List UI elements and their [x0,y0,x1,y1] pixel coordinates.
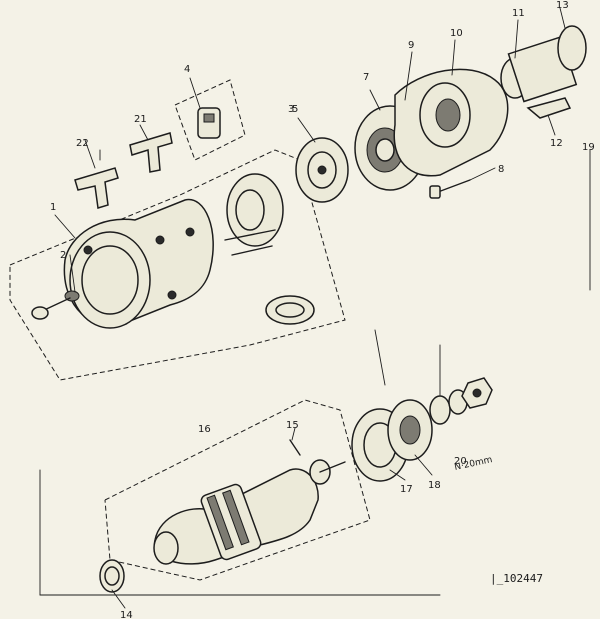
callout-14: 14 [120,610,133,619]
callout-11: 11 [512,8,525,19]
leader-lines [54,7,566,609]
callout-17: 17 [400,484,413,495]
pin [289,439,301,456]
callout-2: 2 [60,250,66,261]
drive-end-housing [393,68,509,177]
callout-18: 18 [428,480,441,491]
callout-12: 12 [550,138,563,149]
through-bolt [429,179,471,199]
callout-20: 20 [454,456,467,467]
callout-3: 3 [288,104,294,115]
solenoid-housing [63,198,214,329]
reference-id: |_102447 [490,572,543,585]
callout-4: 4 [184,64,190,75]
callout-13: 13 [556,0,569,11]
solenoid-group-outline [9,79,346,381]
callout-7: 7 [363,72,369,83]
callout-22: 22 [76,138,89,149]
snap-ring [99,559,125,593]
switch-contact [197,107,221,139]
callout-9: 9 [408,40,414,51]
frame-lines [39,149,591,596]
callout-21: 21 [134,114,147,125]
terminal-stud [74,149,119,209]
callout-19: 19 [582,142,595,153]
armature [153,459,346,565]
callout-5: 5 [292,104,298,115]
contact-bracket [129,132,173,173]
washers-nut [429,377,493,425]
brush-plate [295,137,349,203]
shaft-sleeve [500,25,587,103]
bushing-housing [387,399,433,461]
terminal-screw [31,290,80,320]
plunger-assembly [224,173,284,256]
callouts: 1 2 3 4 5 7 8 9 10 11 12 13 14 15 16 17 … [50,0,595,619]
callout-16: 16 [198,424,211,435]
retaining-clip [526,97,572,119]
callout-8: 8 [498,164,504,175]
seal-ring [265,295,315,325]
callout-1: 1 [50,202,56,213]
callout-15: 15 [286,420,299,431]
callout-10: 10 [450,28,463,39]
